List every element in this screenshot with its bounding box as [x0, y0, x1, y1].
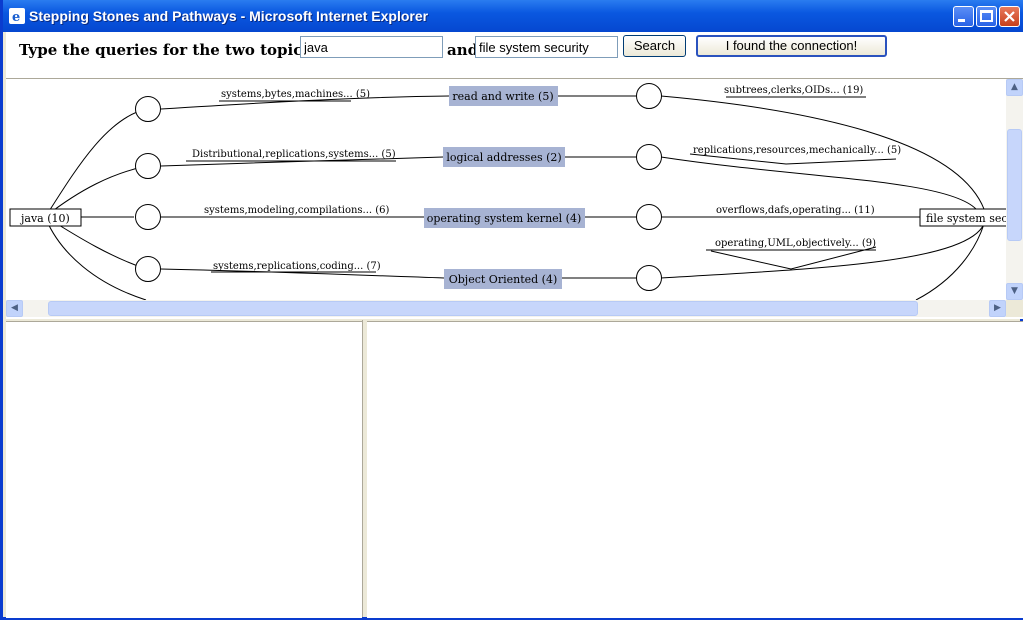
edge-node4-stone [160, 268, 445, 279]
stone-box-3[interactable] [424, 208, 585, 228]
right-results-pane [367, 321, 1023, 618]
left-keywords-2[interactable]: Distributional,replications,systems... (… [192, 149, 396, 160]
stone-label-1: read and write (5) [452, 90, 553, 103]
maximize-button[interactable] [976, 6, 997, 27]
path-node[interactable] [135, 96, 161, 122]
scroll-left-icon[interactable]: ◀ [6, 300, 23, 317]
edge-extra-target [915, 223, 985, 300]
source-topic-label: java (10) [19, 212, 70, 225]
found-connection-button[interactable]: I found the connection! [696, 35, 887, 57]
vertical-scroll-thumb[interactable] [1007, 129, 1022, 241]
stone-label-2: logical addresses (2) [446, 151, 561, 164]
target-topic-label: file system sec [926, 212, 1006, 225]
window-title: Stepping Stones and Pathways - Microsoft… [29, 8, 429, 24]
graph-horizontal-scrollbar[interactable]: ◀ ▶ [6, 300, 1006, 317]
stone-label-3: operating system kernel (4) [427, 212, 582, 225]
path-node[interactable] [135, 153, 161, 179]
graph-vertical-scrollbar[interactable]: ▲ ▼ [1006, 79, 1023, 300]
svg-text:e: e [12, 10, 20, 24]
close-button[interactable] [999, 6, 1020, 27]
path-node[interactable] [636, 83, 662, 109]
scroll-right-icon[interactable]: ▶ [989, 300, 1006, 317]
source-topic-box[interactable] [9, 208, 82, 227]
edge-curve-stone2 [689, 153, 897, 165]
topic-b-input[interactable] [475, 36, 618, 58]
edge-stone1-target [660, 95, 985, 210]
horizontal-scroll-thumb[interactable] [48, 301, 918, 316]
left-keywords-4[interactable]: systems,replications,coding... (7) [213, 261, 381, 272]
ie-icon: e [9, 8, 25, 24]
right-keywords-4[interactable]: operating,UML,objectively... (9) [715, 238, 876, 249]
and-label: and [447, 41, 479, 59]
left-keywords-3[interactable]: systems,modeling,compilations... (6) [204, 205, 390, 216]
topic-a-input[interactable] [300, 36, 443, 58]
minimize-icon [958, 19, 965, 22]
close-icon [1004, 11, 1015, 22]
pane-splitter[interactable] [362, 320, 367, 617]
path-node[interactable] [636, 204, 662, 230]
right-keywords-2[interactable]: replications,resources,mechanically... (… [693, 145, 901, 156]
path-node[interactable] [636, 144, 662, 170]
stone-label-4: Object Oriented (4) [449, 273, 558, 286]
graph-frame: java (10) file system sec read and write… [6, 78, 1023, 319]
left-results-pane [6, 321, 362, 618]
edge-source-stone1 [45, 108, 147, 217]
pathway-graph: java (10) file system sec read and write… [9, 83, 1006, 300]
right-keywords-3[interactable]: overflows,dafs,operating... (11) [716, 205, 875, 216]
title-bar[interactable]: e Stepping Stones and Pathways - Microso… [3, 0, 1023, 32]
path-node[interactable] [135, 204, 161, 230]
edge-source-extra [45, 218, 147, 300]
scroll-up-icon[interactable]: ▲ [1006, 79, 1023, 96]
stone-box-1[interactable] [449, 86, 558, 106]
right-keywords-1[interactable]: subtrees,clerks,OIDs... (19) [724, 85, 863, 96]
stone-box-2[interactable] [443, 147, 565, 167]
query-prompt: Type the queries for the two topics here… [19, 41, 360, 59]
edge-stone2-target [660, 156, 977, 210]
scrollbar-corner [1006, 300, 1023, 317]
scroll-down-icon[interactable]: ▼ [1006, 283, 1023, 300]
edge-curve-stone4 [710, 246, 877, 270]
edge-stone4-target [660, 223, 985, 279]
search-button[interactable]: Search [623, 35, 686, 57]
path-node[interactable] [135, 256, 161, 282]
edge-source-stone2 [45, 165, 147, 217]
stone-box-4[interactable] [444, 269, 562, 289]
maximize-icon [980, 10, 993, 22]
target-topic-box[interactable] [919, 208, 1006, 227]
path-node[interactable] [636, 265, 662, 291]
minimize-button[interactable] [953, 6, 974, 27]
left-keywords-1[interactable]: systems,bytes,machines... (5) [221, 89, 370, 100]
query-bar: Type the queries for the two topics here… [6, 32, 1023, 78]
